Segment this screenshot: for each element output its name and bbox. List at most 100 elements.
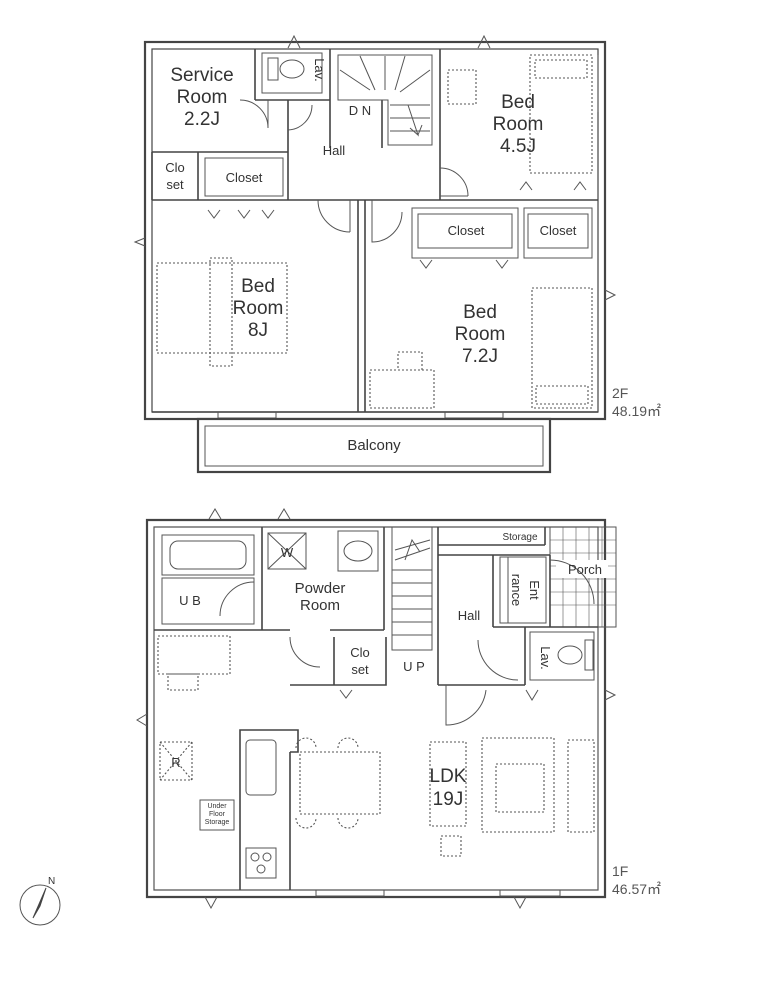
underfloor-storage-box — [199, 799, 235, 831]
service-room-label-3: 2.2J — [184, 109, 220, 130]
floor-lamp — [440, 835, 462, 857]
fridge-label: R — [171, 755, 180, 770]
washer-label: W — [281, 545, 294, 560]
porch-label: Porch — [568, 562, 602, 577]
underfloor-label-3: Storage — [205, 819, 230, 826]
1f-area-label: 1F — [612, 863, 628, 879]
2f-door-bed45 — [439, 167, 469, 197]
tv-board — [567, 739, 595, 833]
2f-bed-8 — [156, 262, 288, 354]
1f-stairs — [391, 526, 433, 651]
cupboard-stool — [167, 673, 199, 691]
ldk-label-2: 19J — [433, 789, 464, 810]
1f-closet-label-2: set — [351, 662, 369, 677]
2f-toilet-tank — [267, 57, 279, 81]
bathtub-inner — [169, 540, 247, 570]
2f-desk-45 — [447, 69, 477, 105]
storage-label: Storage — [502, 532, 537, 543]
2f-chair-72 — [397, 351, 423, 371]
bed72-label-2: Room — [455, 324, 506, 345]
1f-closet-label-1: Clo — [350, 645, 370, 660]
1f-windows — [315, 720, 599, 897]
fridge — [159, 741, 193, 781]
living-table — [495, 763, 545, 813]
powder-label-2: Room — [300, 597, 340, 614]
1f-lav-label: Lav. — [538, 646, 553, 670]
1f-area-value: 46.57㎡ — [612, 881, 661, 897]
1f-hall-label: Hall — [458, 608, 481, 623]
bed8-label-2: Room — [233, 298, 284, 319]
bed45-label-2: Room — [493, 114, 544, 135]
2f-closet-sr-label-1: Clo — [165, 160, 185, 175]
compass-icon: N — [19, 876, 61, 926]
ldk-label-1: LDK — [430, 766, 467, 787]
washer-box — [267, 532, 307, 570]
powder-door — [289, 636, 321, 668]
2f-door-lav — [287, 104, 313, 131]
bed72-label-1: Bed — [463, 302, 497, 323]
1f-interior-walls — [154, 527, 598, 890]
burner-2 — [262, 852, 272, 862]
2f-door-bed8 — [317, 199, 351, 233]
ub-floor — [161, 577, 255, 625]
2f-closet-b-box — [411, 207, 519, 259]
2f-pillow-72 — [535, 385, 589, 405]
2f-dn-label: D N — [349, 103, 371, 118]
2f-stairs — [337, 54, 433, 146]
2f-interior-walls — [151, 49, 598, 413]
2f-hall-label: Hall — [323, 143, 346, 158]
entrance-door — [549, 559, 595, 605]
floor-1f: U B W Powder Room Storage Ent rance Porc… — [136, 508, 661, 910]
2f-pillow-45 — [534, 59, 588, 79]
ub-label: U B — [179, 593, 201, 608]
bed8-label-1: Bed — [241, 276, 275, 297]
fridge-cross — [159, 741, 193, 781]
powder-label-1: Powder — [295, 580, 346, 597]
floor-2f: Service Room 2.2J Lav. D N Hall Bed Room… — [133, 34, 661, 474]
sink-box — [337, 530, 379, 572]
2f-closet-b-inner — [417, 213, 513, 249]
underfloor-label-2: Floor — [209, 811, 226, 818]
1f-inner-wall — [153, 526, 599, 891]
balcony-inner — [204, 425, 544, 467]
service-room-label-1: Service — [170, 65, 233, 86]
entrance-label-1: Ent — [527, 580, 542, 600]
balcony-outer — [196, 417, 552, 474]
1f-toilet-tank — [584, 639, 594, 671]
1f-lav-area — [529, 631, 595, 681]
stove — [245, 847, 277, 879]
2f-closet-a-label: Closet — [226, 170, 263, 185]
2f-area-value: 48.19㎡ — [612, 403, 661, 419]
2f-pillow-8 — [209, 257, 233, 367]
bed72-label-3: 7.2J — [462, 346, 498, 367]
1f-outer-wall — [145, 518, 607, 899]
ub-door — [219, 581, 255, 617]
bed45-label-3: 4.5J — [500, 136, 536, 157]
1f-hall-door — [477, 639, 519, 681]
burner-1 — [250, 852, 260, 862]
bed8-label-3: 8J — [248, 320, 268, 341]
2f-closet-b-label: Closet — [448, 223, 485, 238]
compass-north-label: N — [48, 876, 55, 887]
2f-bed-72 — [531, 287, 593, 409]
2f-closet-c-label: Closet — [540, 223, 577, 238]
2f-closet-c-inner — [527, 213, 589, 249]
sink-bowl — [343, 540, 373, 562]
balcony-label: Balcony — [347, 437, 401, 454]
kitchen-sink — [245, 739, 277, 796]
living-rug — [481, 737, 555, 833]
service-room-label-2: Room — [177, 87, 228, 108]
bed45-label-1: Bed — [501, 92, 535, 113]
2f-lav-label: Lav. — [312, 58, 327, 82]
washer-cross — [267, 532, 307, 570]
1f-markers — [136, 508, 617, 910]
dining-table — [299, 751, 381, 815]
burner-3 — [256, 864, 266, 874]
bathtub — [161, 534, 255, 576]
2f-bed-45 — [529, 54, 593, 174]
1f-toilet-bowl — [557, 645, 583, 665]
2f-closet-sr-label-2: set — [166, 177, 184, 192]
2f-door-service — [239, 99, 269, 129]
2f-closet-a — [204, 157, 284, 197]
